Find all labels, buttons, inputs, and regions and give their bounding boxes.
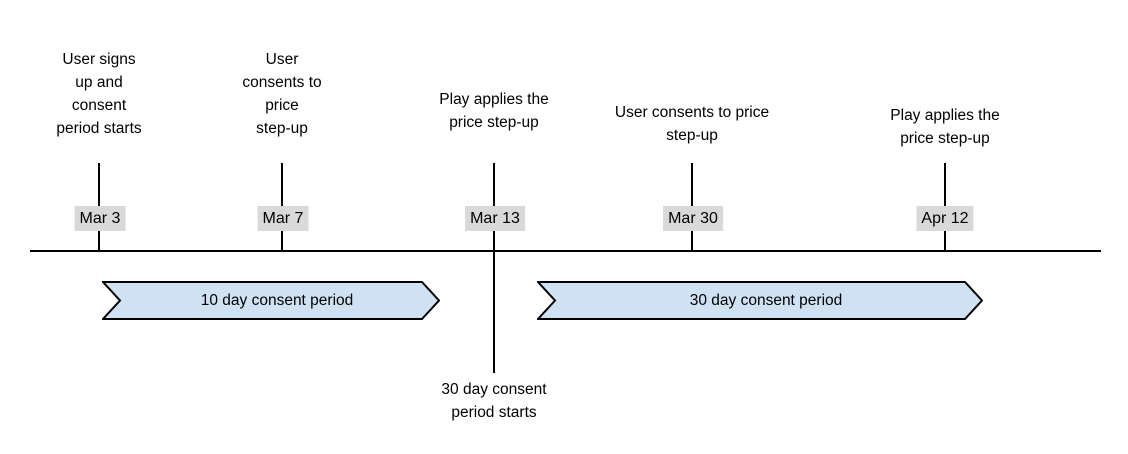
event-date-badge-mar3: Mar 3 bbox=[74, 206, 126, 231]
event-date-badge-mar13: Mar 13 bbox=[465, 206, 525, 231]
period-banner-30-day: 30 day consent period bbox=[537, 281, 983, 320]
chevron-arrow-shape bbox=[537, 281, 983, 320]
event-descender-line-mar13 bbox=[493, 252, 495, 373]
event-date-badge-mar30: Mar 30 bbox=[663, 206, 723, 231]
event-date-badge-apr12: Apr 12 bbox=[916, 206, 974, 231]
event-title-mar3: User signs up and consent period starts bbox=[56, 51, 142, 137]
event-title-mar30: User consents to price step-up bbox=[614, 104, 770, 144]
event-date-badge-mar7: Mar 7 bbox=[257, 206, 309, 231]
note-consent-period-starts: 30 day consent period starts bbox=[441, 381, 547, 421]
event-title-mar13: Play applies the price step-up bbox=[439, 91, 549, 131]
timeline-axis bbox=[30, 250, 1101, 252]
chevron-arrow-shape bbox=[102, 281, 440, 320]
period-banner-30-day-label: 30 day consent period bbox=[689, 291, 843, 309]
period-banner-10-day: 10 day consent period bbox=[102, 281, 440, 320]
event-title-apr12: Play applies the price step-up bbox=[890, 107, 1000, 147]
period-banner-10-day-label: 10 day consent period bbox=[200, 291, 354, 309]
event-title-mar7: User consents to price step-up bbox=[242, 51, 322, 137]
